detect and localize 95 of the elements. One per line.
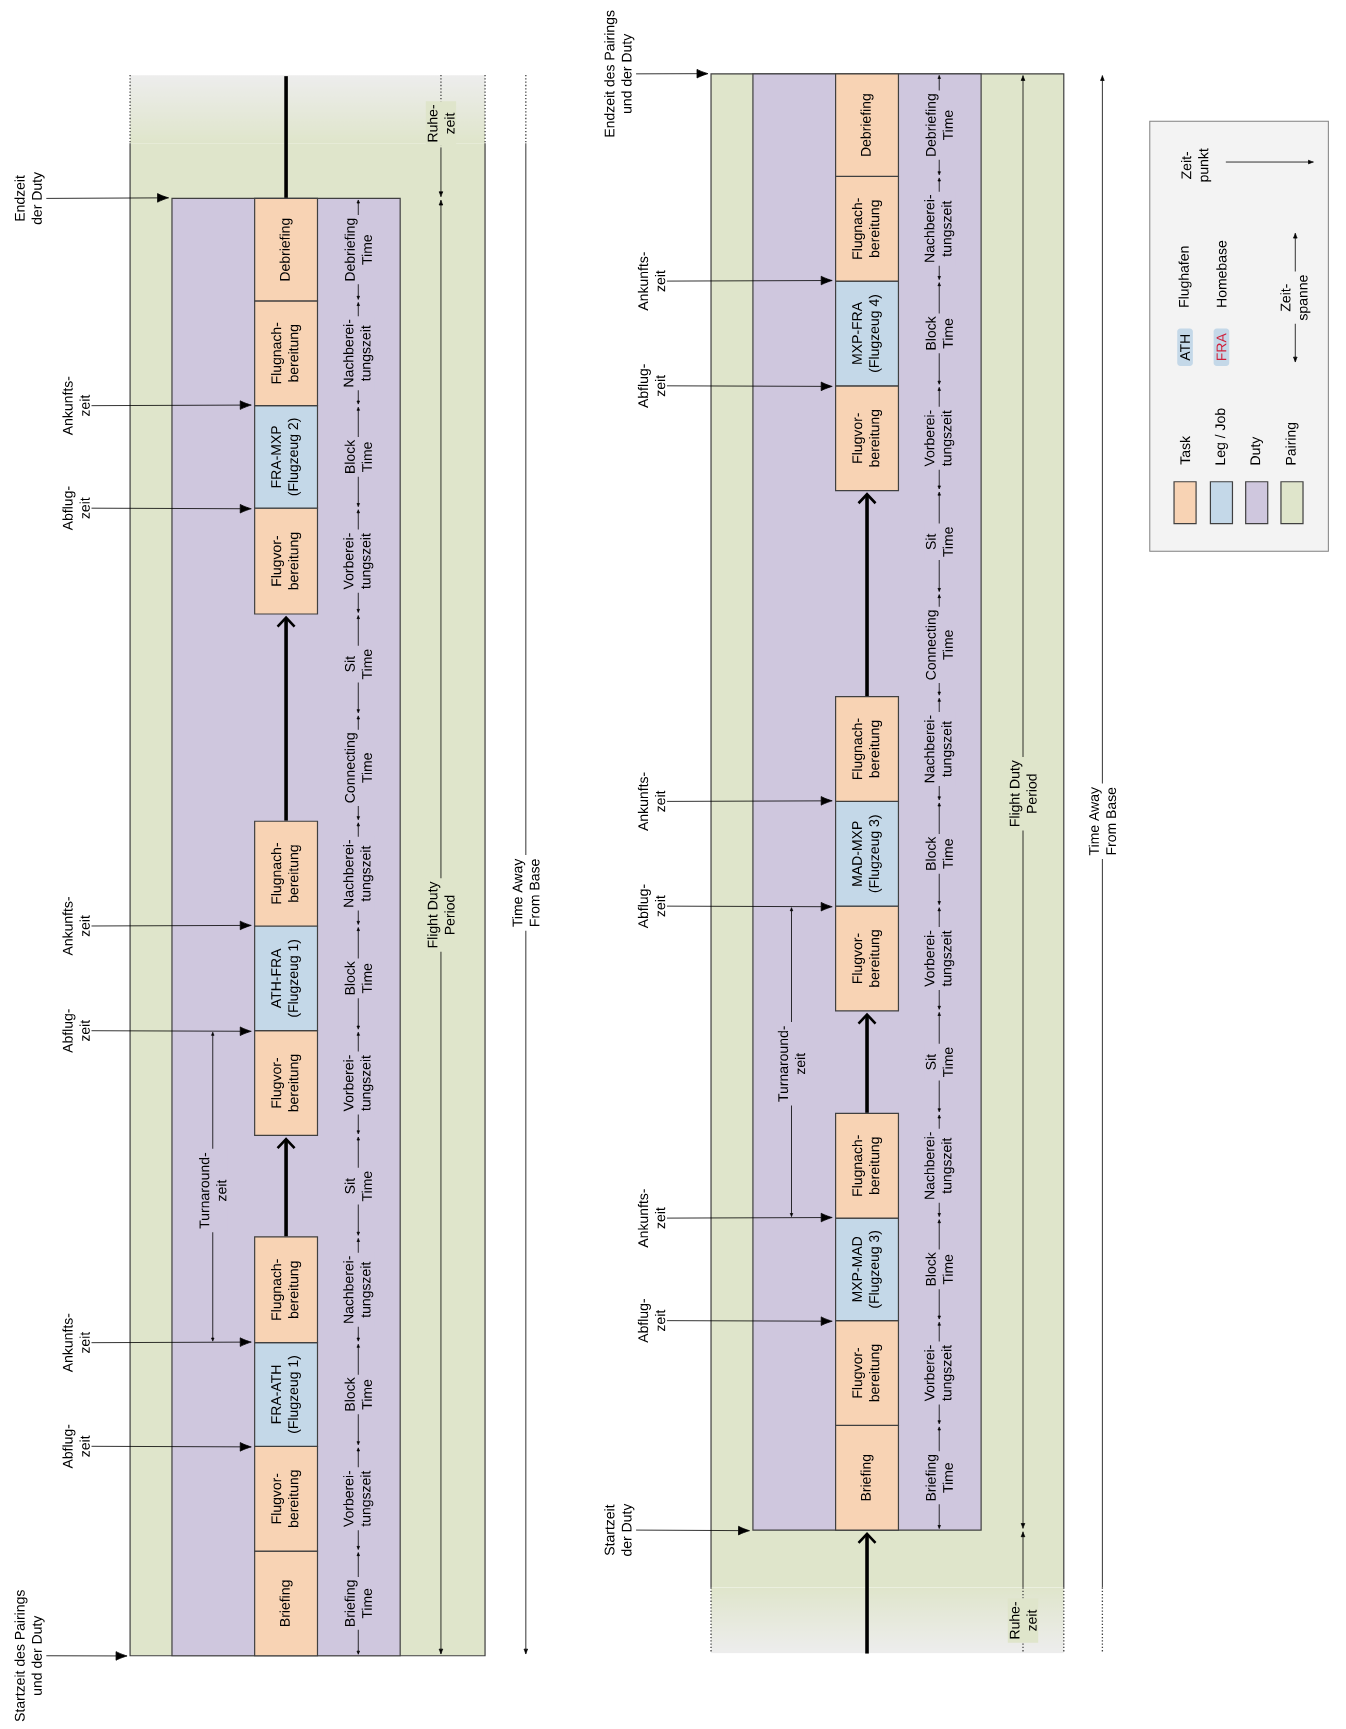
time-point-arrow: [666, 381, 833, 392]
time-label: Ankunfts- zeit: [62, 897, 90, 956]
airport-badge: ATH: [1177, 328, 1193, 366]
duration-label: Nachberei- tungszeit: [342, 316, 375, 391]
duration-label: Vorberei- tungszeit: [342, 1467, 375, 1531]
time-point-arrow: [45, 1651, 128, 1661]
flow-arrow: [857, 1012, 877, 1113]
time-point-arrow: [666, 275, 833, 286]
time-label: Ankunfts- zeit: [637, 252, 666, 311]
legend-label: Flughafen: [1178, 246, 1192, 307]
flight-leg-box: FRA-ATH (Flugzeug 1): [254, 1342, 319, 1447]
legend-label: Leg / Job: [1214, 408, 1228, 465]
span-label: Flight Duty Period: [1007, 757, 1039, 831]
time-point-arrow: [635, 69, 709, 79]
time-point-arrow: [91, 1337, 252, 1347]
time-label: Ankunfts- zeit: [62, 1313, 90, 1373]
task-box: Briefing: [835, 1424, 900, 1531]
duration-label: Briefing Time: [924, 1451, 954, 1505]
time-point-arrow: [666, 796, 833, 806]
duration-label: Nachberei- tungszeit: [923, 191, 956, 266]
duration-label: Vorberei- tungszeit: [923, 926, 956, 991]
connector-line: [284, 76, 288, 198]
task-box: Flugnach- bereitung: [835, 696, 900, 802]
time-label: Abflug- zeit: [62, 1424, 90, 1469]
time-label: Endzeit der Duty: [14, 172, 45, 225]
time-label: Startzeit des Pairings und der Duty: [14, 1590, 45, 1722]
flow-arrow: [276, 615, 296, 821]
time-label: Ankunfts- zeit: [637, 772, 666, 831]
time-point-arrow: [666, 1212, 833, 1223]
time-label: Abflug- zeit: [637, 364, 666, 408]
span-label: Turnaround- zeit: [776, 1022, 807, 1106]
flow-arrow: [857, 1531, 877, 1654]
duration-label: Debriefing Time: [343, 215, 373, 285]
duration-label: Nachberei- tungszeit: [923, 712, 956, 787]
duration-label: Nachberei- tungszeit: [342, 1252, 375, 1327]
duration-label: Debriefing Time: [924, 90, 954, 160]
flight-leg-box: MXP-MAD (Flugzeug 3): [835, 1217, 900, 1322]
task-box: Flugvor- bereitung: [254, 507, 319, 615]
duration-label: Vorberei- tungszeit: [342, 529, 375, 593]
span-label: Time Away From Base: [510, 855, 541, 931]
time-point-arrow: [635, 1525, 750, 1536]
time-label: Startzeit der Duty: [604, 1503, 635, 1556]
time-point-arrow: [91, 920, 252, 931]
task-box: Flugvor- bereitung: [254, 1445, 319, 1552]
time-point-arrow: [666, 1316, 833, 1326]
task-box: Flugvor- bereitung: [835, 1320, 900, 1426]
legend-label: Zeit- spanne: [1278, 271, 1312, 324]
duration-label: Vorberei- tungszeit: [342, 1051, 375, 1115]
time-label: Abflug- zeit: [637, 1299, 666, 1343]
time-label: Endzeit des Pairings und der Duty: [604, 10, 635, 137]
flight-leg-box: MAD-MXP (Flugzeug 3): [835, 800, 900, 907]
task-box: Debriefing: [835, 73, 900, 177]
flight-leg-box: FRA-MXP (Flugzeug 2): [254, 405, 319, 509]
duration-label: Connecting Time: [924, 606, 954, 684]
time-point-arrow: [45, 193, 169, 203]
flight-leg-box: MXP-FRA (Flugzeug 4): [835, 280, 900, 387]
time-point-arrow: [91, 1026, 252, 1036]
task-box: Briefing: [254, 1550, 319, 1657]
time-point-arrow: [91, 1442, 252, 1452]
legend-label: Task: [1179, 435, 1191, 465]
duration-label: Vorberei- tungszeit: [923, 406, 956, 470]
span-label: Ruhe- zeit: [1007, 1598, 1039, 1643]
time-label: Ankunfts- zeit: [637, 1189, 666, 1248]
flow-arrow: [276, 1137, 296, 1237]
legend-label: Duty: [1250, 436, 1263, 465]
legend-label: Pairing: [1285, 422, 1299, 465]
time-label: Ankunfts- zeit: [62, 376, 90, 436]
task-box: Flugvor- bereitung: [835, 385, 900, 492]
time-point-arrow: [666, 902, 833, 912]
duration-label: Nachberei- tungszeit: [923, 1128, 956, 1203]
flow-arrow: [857, 492, 877, 697]
task-box: Flugnach- bereitung: [835, 1112, 900, 1219]
span-label: Flight Duty Period: [425, 878, 457, 952]
time-label: Abflug- zeit: [62, 486, 90, 531]
duration-label: Block Time: [343, 958, 373, 999]
task-box: Flugnach- bereitung: [254, 1236, 319, 1344]
span-label: Turnaround- zeit: [197, 1148, 228, 1233]
duration-label: Nachberei- tungszeit: [342, 836, 375, 911]
task-box: Flugvor- bereitung: [835, 905, 900, 1012]
task-box: Debriefing: [254, 197, 319, 302]
duration-label: Block Time: [343, 437, 373, 477]
task-box: Flugvor- bereitung: [254, 1030, 319, 1137]
task-box: Flugnach- bereitung: [254, 820, 319, 927]
span-label: Ruhe- zeit: [425, 101, 457, 146]
task-box: Flugnach- bereitung: [835, 175, 900, 282]
time-point-arrow: [91, 504, 252, 514]
legend-label: Homebase: [1216, 240, 1227, 307]
time-point-arrow: [91, 400, 252, 410]
duration-label: Vorberei- tungszeit: [923, 1341, 956, 1405]
span-label: Time Away From Base: [1087, 783, 1118, 860]
task-box: Flugnach- bereitung: [254, 300, 319, 407]
flight-leg-box: ATH-FRA (Flugzeug 1): [254, 925, 319, 1032]
duration-label: Connecting Time: [343, 729, 373, 806]
time-label: Abflug- zeit: [637, 884, 666, 929]
time-label: Abflug- zeit: [62, 1009, 90, 1053]
